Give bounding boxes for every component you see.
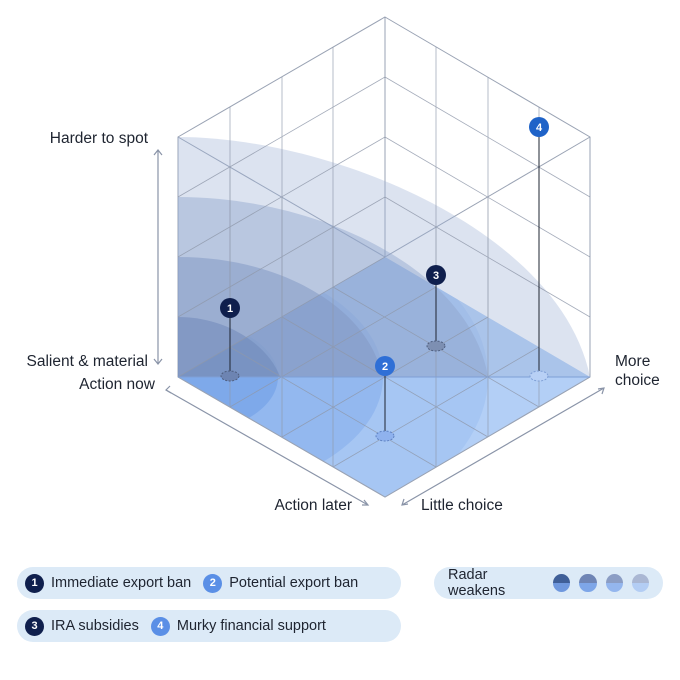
marker-4-number: 4 xyxy=(536,122,543,134)
marker-2[interactable]: 2 xyxy=(375,356,395,442)
legend-label-4: Murky financial support xyxy=(176,618,326,634)
radar-dot-4 xyxy=(631,574,649,592)
legend-item-1: 1 Immediate export ban xyxy=(25,573,192,593)
legend-number-2: 2 xyxy=(203,573,223,593)
marker-3-number: 3 xyxy=(433,270,439,282)
axis-label-more: More xyxy=(615,353,650,370)
marker-1[interactable]: 1 xyxy=(220,298,240,382)
radar-dot-2 xyxy=(579,574,597,592)
legend-pill-radar: Radar weakens xyxy=(434,567,663,599)
radar-diagram: Harder to spot Salient & material Action… xyxy=(27,16,660,514)
marker-1-number: 1 xyxy=(227,303,233,315)
marker-3[interactable]: 3 xyxy=(426,265,446,352)
radar-dot-3 xyxy=(605,574,623,592)
legend-number-3: 3 xyxy=(25,616,44,636)
legend-number-1: 1 xyxy=(25,573,44,593)
radar-dot-1 xyxy=(553,574,571,592)
axis-label-action-now: Action now xyxy=(79,376,156,393)
legend-item-4: 4 Murky financial support xyxy=(150,616,326,636)
legend-pill-subsidies: 3 IRA subsidies 4 Murky financial suppor… xyxy=(17,610,401,642)
legend-number-4: 4 xyxy=(150,616,170,636)
axis-arrows xyxy=(153,149,605,506)
axis-label-choice: choice xyxy=(615,372,660,389)
marker-4[interactable]: 4 xyxy=(529,117,549,382)
legend-label-3: IRA subsidies xyxy=(51,618,139,634)
legend-item-3: 3 IRA subsidies xyxy=(25,616,139,636)
legend-label-2: Potential export ban xyxy=(229,575,359,591)
floor-edges xyxy=(177,376,591,498)
marker-2-number: 2 xyxy=(382,361,388,373)
axis-label-harder-to-spot: Harder to spot xyxy=(50,130,149,147)
legend-radar-label: Radar weakens xyxy=(448,567,506,599)
axis-label-action-later: Action later xyxy=(274,497,352,514)
legend-item-2: 2 Potential export ban xyxy=(203,573,359,593)
legend-pill-export-bans: 1 Immediate export ban 2 Potential expor… xyxy=(17,567,401,599)
axis-label-little-choice: Little choice xyxy=(421,497,503,514)
legend-label-1: Immediate export ban xyxy=(51,575,192,591)
axis-label-salient-material: Salient & material xyxy=(27,353,148,370)
